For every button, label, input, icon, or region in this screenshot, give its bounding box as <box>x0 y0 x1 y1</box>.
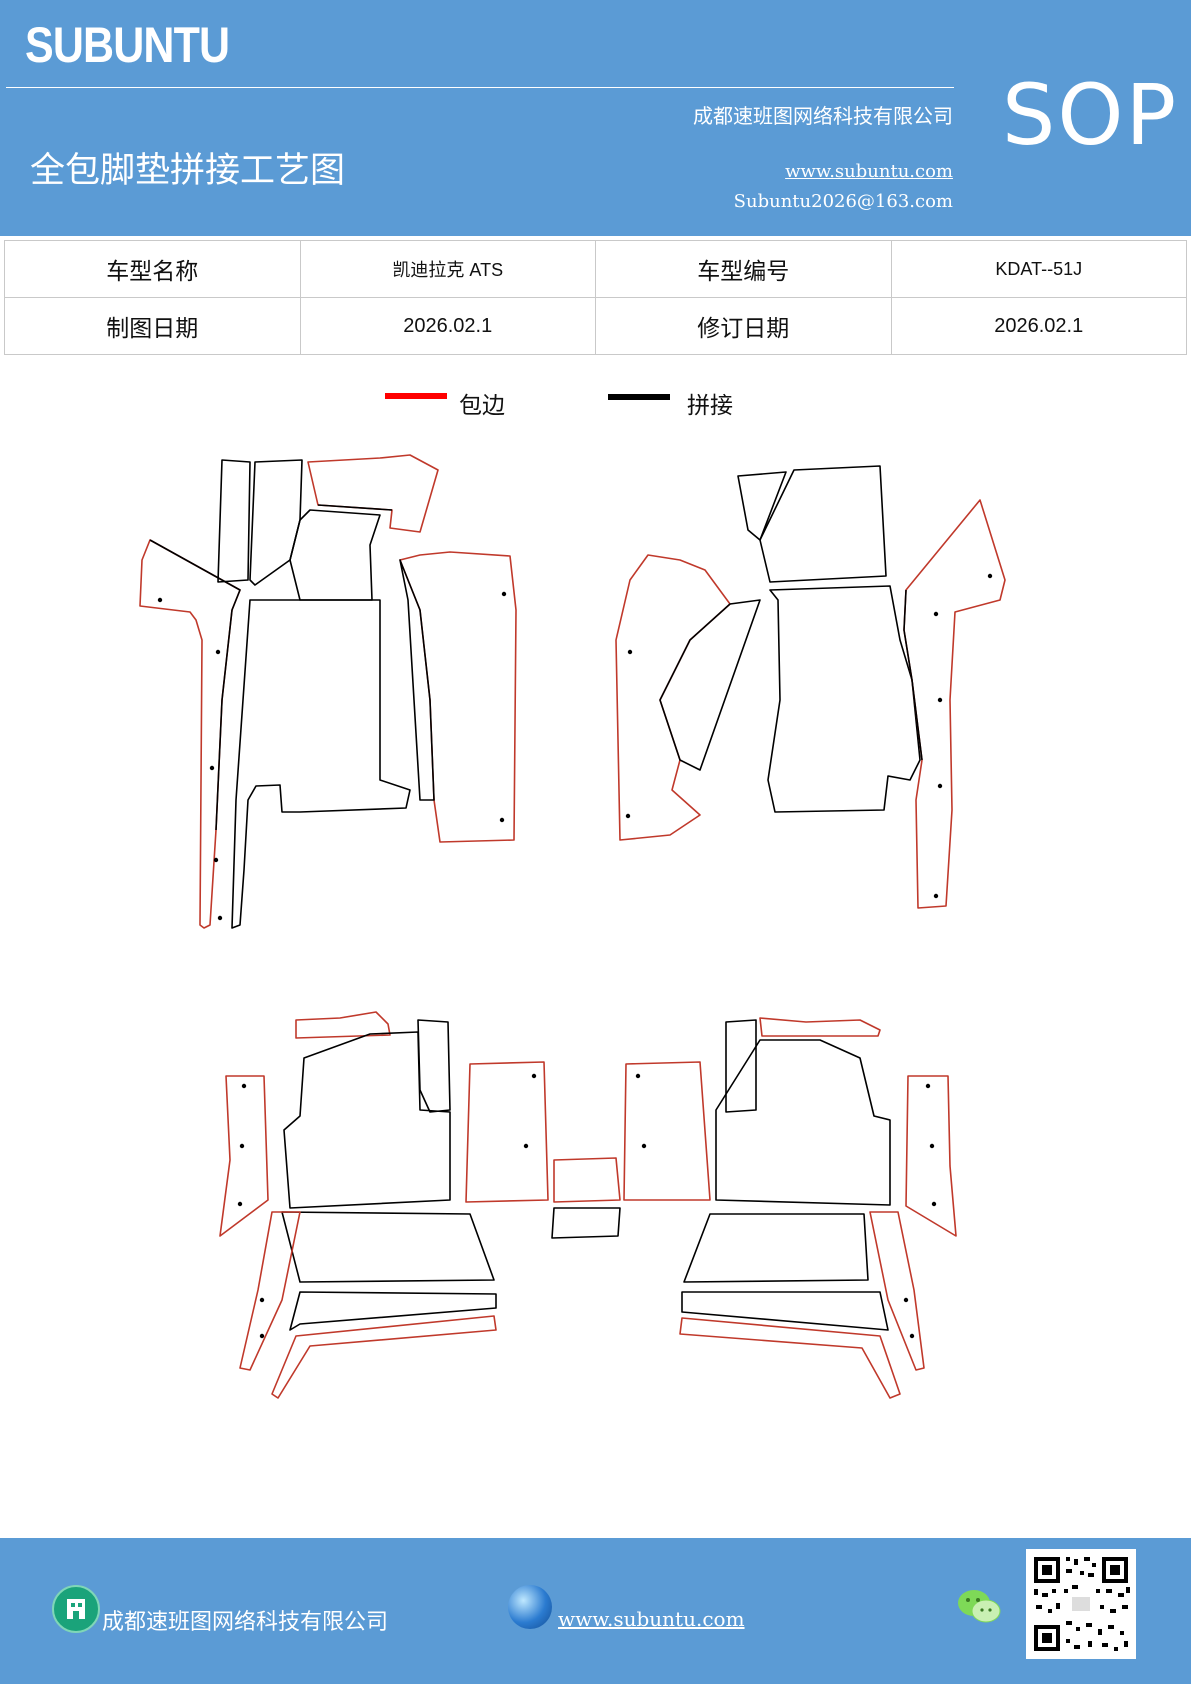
footer-company: 成都速班图网络科技有限公司 <box>102 1610 389 1635</box>
revise-date-label: 修订日期 <box>595 297 892 355</box>
model-code-value: KDAT--51J <box>890 240 1187 298</box>
mat-piece-rear-right <box>623 1017 957 1399</box>
table-row: 车型名称 凯迪拉克 ATS 车型编号 KDAT--51J <box>4 240 1187 298</box>
legend-splice-label: 拼接 <box>687 393 733 419</box>
mat-piece-front-left <box>139 454 517 929</box>
building-icon <box>52 1585 100 1633</box>
header-divider <box>6 87 954 88</box>
revise-date-value: 2026.02.1 <box>890 297 1187 355</box>
floor-mat-splice-diagram <box>139 454 1006 1399</box>
footer-website-link[interactable]: www.subuntu.com <box>558 1607 745 1631</box>
legend-edge-swatch <box>385 393 447 399</box>
table-row: 制图日期 2026.02.1 修订日期 2026.02.1 <box>4 297 1187 355</box>
legend-edge-label: 包边 <box>459 393 505 419</box>
header-email[interactable]: Subuntu2026@163.com <box>733 191 953 212</box>
wechat-icon[interactable] <box>956 1586 1002 1626</box>
mat-piece-front-right <box>615 465 1006 909</box>
draw-date-label: 制图日期 <box>4 297 301 355</box>
brand-logo: SUBUNTU <box>25 17 230 73</box>
qr-code[interactable] <box>1026 1549 1136 1659</box>
draw-date-value: 2026.02.1 <box>299 297 596 355</box>
model-name-label: 车型名称 <box>4 240 301 298</box>
header-company: 成都速班图网络科技有限公司 <box>693 104 953 128</box>
header-banner: SUBUNTU 成都速班图网络科技有限公司 全包脚垫拼接工艺图 www.subu… <box>0 0 1191 236</box>
globe-icon <box>508 1585 552 1629</box>
sop-badge: SOP <box>1002 66 1179 164</box>
info-table: 车型名称 凯迪拉克 ATS 车型编号 KDAT--51J 制图日期 2026.0… <box>4 240 1187 355</box>
model-name-value: 凯迪拉克 ATS <box>299 240 596 298</box>
mat-piece-rear-left <box>219 1011 621 1399</box>
model-code-label: 车型编号 <box>595 240 892 298</box>
legend-splice-swatch <box>608 394 670 400</box>
page-title: 全包脚垫拼接工艺图 <box>30 151 346 191</box>
header-website-link[interactable]: www.subuntu.com <box>785 161 953 182</box>
